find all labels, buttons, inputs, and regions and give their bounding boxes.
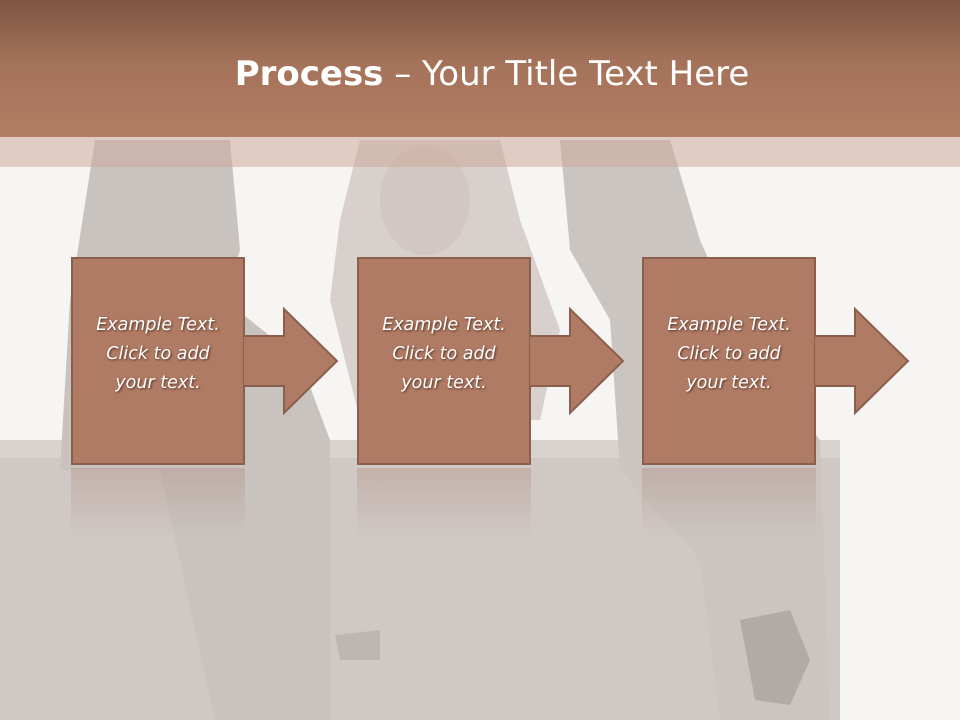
step-line-1: Example Text. [667,315,791,335]
step-reflection [642,468,816,538]
title-bold: Process [234,54,384,94]
step-reflection [357,468,531,538]
step-line-2: Click to add [677,344,781,364]
title-rest: – Your Title Text Here [383,54,750,94]
step-arrow-shape [71,257,339,465]
step-line-2: Click to add [106,344,210,364]
process-step-1[interactable]: Example Text. Click to add your text. [71,257,339,465]
step-arrow-shape [642,257,910,465]
step-line-3: your text. [686,373,772,393]
title-bar [0,0,960,137]
step-text: Example Text. Click to add your text. [71,311,245,398]
process-step-2[interactable]: Example Text. Click to add your text. [357,257,625,465]
step-line-1: Example Text. [382,315,506,335]
step-text: Example Text. Click to add your text. [642,311,816,398]
step-line-1: Example Text. [96,315,220,335]
slide-title[interactable]: Process – Your Title Text Here [0,52,960,96]
step-text: Example Text. Click to add your text. [357,311,531,398]
step-line-3: your text. [401,373,487,393]
step-reflection [71,468,245,538]
step-line-2: Click to add [392,344,496,364]
title-band [0,137,960,167]
process-step-3[interactable]: Example Text. Click to add your text. [642,257,910,465]
step-line-3: your text. [115,373,201,393]
step-arrow-shape [357,257,625,465]
